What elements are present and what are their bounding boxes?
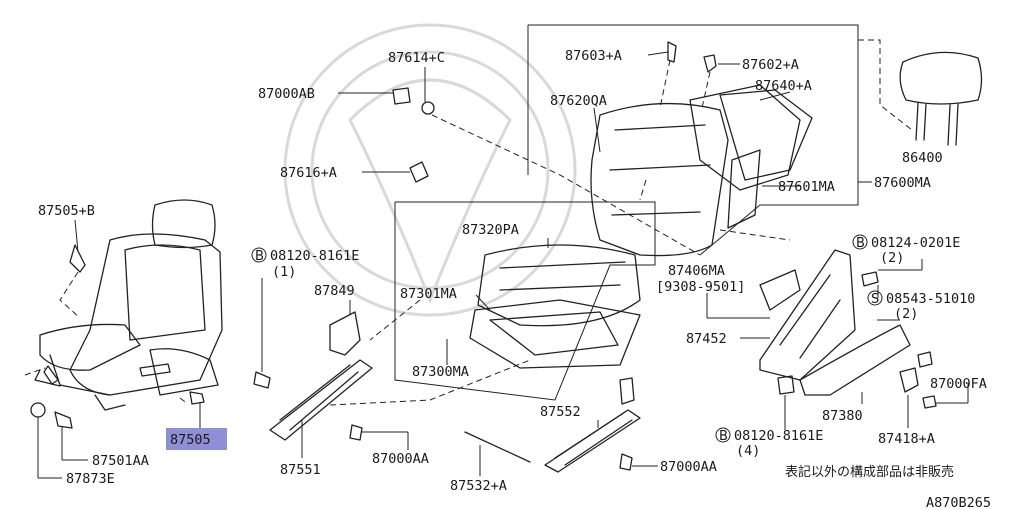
label-87602A[interactable]: 87602+A [742,57,799,73]
label-qty-1: (1) [272,264,296,280]
screw-symbol-letter: S [871,292,879,307]
bolt-symbol-letter: B [856,236,865,251]
label-87614C[interactable]: 87614+C [388,50,445,66]
label-87000AA-2[interactable]: 87000AA [660,459,717,475]
label-87603A[interactable]: 87603+A [565,48,622,64]
label-87532A[interactable]: 87532+A [450,478,507,494]
bolt-symbol-3: B [715,427,731,444]
label-08120-8161E-2[interactable]: 08120-8161E [734,428,823,444]
cushion-assembly [394,201,656,401]
label-87380[interactable]: 87380 [822,408,863,424]
label-87452[interactable]: 87452 [686,331,727,347]
leader-lines [37,51,969,479]
label-87505-selected[interactable]: 87505 [170,432,211,448]
part-labels: 87000AB 87614+C 87616+A 87603+A 87602+A … [38,48,991,510]
label-87640A[interactable]: 87640+A [755,78,812,94]
label-87320PA[interactable]: 87320PA [462,222,519,238]
label-qty-2b: (2) [894,306,918,322]
label-87552[interactable]: 87552 [540,404,581,420]
headrest-86400 [899,51,983,146]
watermark-emblem [283,23,577,317]
label-87620QA[interactable]: 87620QA [550,93,607,109]
bolt-symbol-letter: B [719,429,728,444]
label-87601MA[interactable]: 87601MA [778,179,835,195]
label-87505B[interactable]: 87505+B [38,203,95,219]
label-87616A[interactable]: 87616+A [280,165,337,181]
label-87418A[interactable]: 87418+A [878,431,935,447]
label-86400[interactable]: 86400 [902,150,943,166]
bolt-symbol-1: B [251,247,267,264]
seatback-assembly [527,24,913,257]
label-08124-0201E[interactable]: 08124-0201E [871,235,960,251]
label-87600MA[interactable]: 87600MA [874,175,931,191]
recliner-parts [392,87,937,409]
label-08543-51010[interactable]: 08543-51010 [886,291,975,307]
complete-seat-illustration [24,199,223,429]
selected-part-highlight [166,428,227,450]
label-87300MA[interactable]: 87300MA [412,364,469,380]
label-87000FA[interactable]: 87000FA [930,376,987,392]
label-87301MA[interactable]: 87301MA [400,286,457,302]
label-87406-range: [9308-9501] [656,279,745,295]
diagram-code: A870B265 [926,495,991,510]
bolt-symbol-2: B [852,234,868,251]
label-87501AA[interactable]: 87501AA [92,453,149,469]
label-qty-4: (4) [736,443,760,459]
label-qty-2a: (2) [880,250,904,266]
label-87000AA-1[interactable]: 87000AA [372,451,429,467]
footnote-not-sold-separately: 表記以外の構成部品は非販売 [785,464,954,480]
screw-symbol: S [867,290,883,307]
label-87551[interactable]: 87551 [280,462,321,478]
slide-rails [253,299,641,473]
label-87849[interactable]: 87849 [314,283,355,299]
label-87000AB[interactable]: 87000AB [258,86,315,102]
bolt-symbol-letter: B [255,249,264,264]
label-87406MA[interactable]: 87406MA [668,263,725,279]
label-08120-8161E-1[interactable]: 08120-8161E [270,248,359,264]
label-87873E[interactable]: 87873E [66,471,115,487]
